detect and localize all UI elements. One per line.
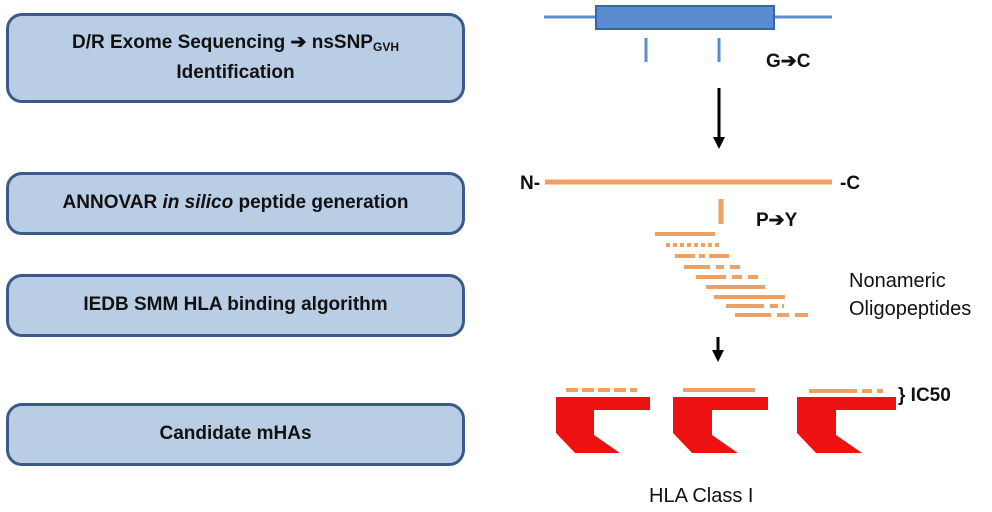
gene-model — [544, 5, 832, 62]
hla-molecule — [797, 397, 896, 453]
exon-box — [595, 5, 775, 30]
nonameric-label: Nonameric — [849, 270, 946, 292]
hla-molecule — [673, 397, 768, 453]
step-box-iedb: IEDB SMM HLA binding algorithm — [6, 274, 465, 337]
c-terminus-label: -C — [840, 173, 861, 194]
step2-prefix: ANNOVAR — [62, 192, 163, 214]
step1-text: D/R Exome Sequencing — [71, 31, 291, 53]
ic50-label: } IC50 — [898, 385, 951, 406]
step1-snp-text: nsSNP — [306, 31, 373, 53]
step3-label: IEDB SMM HLA binding algorithm — [83, 294, 388, 316]
gc-change-label: G➔C — [766, 51, 811, 72]
step2-suffix: peptide generation — [233, 192, 409, 214]
step-box-candidate: Candidate mHAs — [6, 403, 465, 466]
hla-class-label: HLA Class I — [649, 485, 754, 507]
py-change-label: P➔Y — [756, 210, 798, 231]
step1-line2: Identification — [176, 62, 295, 83]
right-arrow-icon: ➔ — [290, 31, 307, 53]
step2-italic: in silico — [162, 192, 234, 214]
step1-line1: D/R Exome Sequencing ➔ nsSNPGVH — [72, 28, 399, 58]
step-box-annovar: ANNOVAR in silico peptide generation — [6, 172, 465, 235]
step2-label: ANNOVAR in silico peptide generation — [63, 188, 409, 218]
hla-molecule — [556, 397, 650, 453]
step-box-exome-sequencing: D/R Exome Sequencing ➔ nsSNPGVH Identifi… — [6, 13, 465, 103]
oligopeptides-label: Oligopeptides — [849, 298, 972, 320]
n-terminus-label: N- — [520, 173, 541, 194]
hla-molecules — [556, 397, 896, 453]
step4-label: Candidate mHAs — [159, 423, 312, 445]
peptide-chain — [545, 179, 832, 224]
step1-subscript: GVH — [372, 39, 399, 54]
ic50-peptides — [566, 388, 883, 393]
oligopeptide-fragments — [655, 232, 808, 317]
